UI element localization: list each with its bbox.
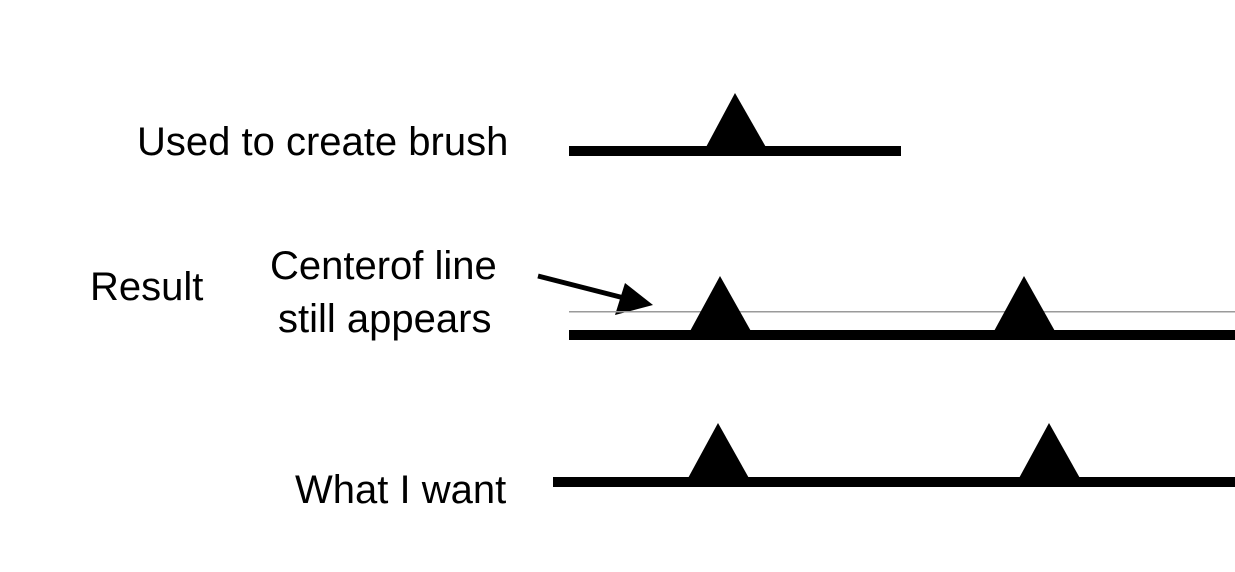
desired-triangle-1 [687, 423, 750, 480]
annotation-line-2: still appears [278, 297, 491, 341]
result-row: Result Centerof line still appears [90, 244, 1235, 341]
result-triangle-2 [993, 276, 1056, 333]
brush-source-row: Used to create brush [137, 93, 901, 164]
desired-triangle-2 [1018, 423, 1081, 480]
result-triangle-1 [689, 276, 752, 333]
brush-source-triangle [705, 93, 767, 149]
brush-source-line [569, 146, 901, 156]
desired-line [553, 477, 1235, 487]
used-to-create-brush-label: Used to create brush [137, 120, 508, 164]
annotation-line-1: Centerof line [270, 244, 497, 288]
annotation-arrow-shaft [537, 273, 629, 302]
result-centerline [569, 311, 1235, 313]
result-line [569, 330, 1235, 340]
result-label: Result [90, 265, 203, 309]
annotation-arrow-head [615, 283, 653, 315]
desired-row: What I want [295, 423, 1235, 512]
what-i-want-label: What I want [295, 468, 506, 512]
